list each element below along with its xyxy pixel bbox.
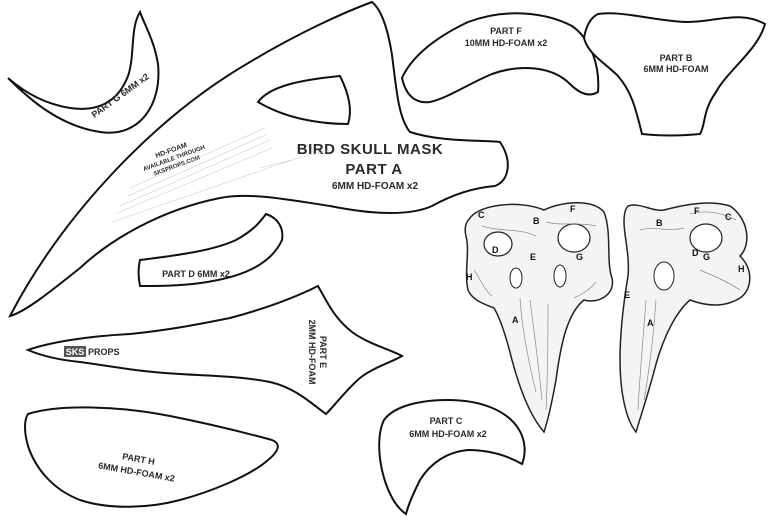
sks-logo-box-text: SKS <box>66 347 85 357</box>
part-a-material: 6MM HD-FOAM x2 <box>332 181 419 192</box>
skull-side-view: A B C D E F G H <box>619 202 751 434</box>
part-e-material: 2MM HD-FOAM <box>307 320 317 385</box>
sks-logo: SKS PROPS <box>64 346 120 357</box>
skull-front-texture <box>473 221 597 411</box>
part-h: PART H 6MM HD-FOAM x2 <box>24 406 279 508</box>
skull-front-orbit-right <box>557 223 591 253</box>
part-a: BIRD SKULL MASK PART A 6MM HD-FOAM x2 H D… <box>8 0 509 318</box>
skull-side-label-g: G <box>703 252 710 262</box>
skull-side-texture <box>637 211 741 411</box>
sks-logo-text: PROPS <box>88 347 120 357</box>
part-b-material: 6MM HD-FOAM <box>644 64 709 74</box>
skull-side-label-f: F <box>694 206 700 216</box>
part-e-name: PART E <box>318 336 328 368</box>
part-c: PART C 6MM HD-FOAM x2 <box>378 398 526 516</box>
skull-front-view: A B C D E F G H <box>464 202 614 434</box>
skull-front-nostril-right <box>553 264 567 288</box>
part-b-name: PART B <box>660 53 693 63</box>
part-g: PART G 6MM x2 <box>7 9 160 134</box>
title: BIRD SKULL MASK <box>297 141 443 158</box>
skull-front-label-e: E <box>530 252 536 262</box>
fine-print <box>111 127 331 223</box>
skull-side-label-d: D <box>692 248 699 258</box>
skull-front-label-a: A <box>512 315 519 325</box>
skull-front-label-b: B <box>533 216 540 226</box>
part-c-material: 6MM HD-FOAM x2 <box>409 429 487 439</box>
skull-side-label-h: H <box>738 264 745 274</box>
skull-side-orbit <box>689 223 723 253</box>
skull-side-label-c: C <box>725 212 732 222</box>
part-f: PART F 10MM HD-FOAM x2 <box>400 12 600 104</box>
part-a-eye-hole <box>256 74 351 126</box>
part-b: PART B 6MM HD-FOAM <box>582 12 767 137</box>
skull-front-label-g: G <box>576 252 583 262</box>
skull-side-nostril <box>653 261 675 291</box>
part-d: PART D 6MM x2 <box>137 212 284 288</box>
part-f-material: 10MM HD-FOAM x2 <box>465 38 548 48</box>
part-a-name: PART A <box>345 161 402 178</box>
skull-side-label-e: E <box>624 290 630 300</box>
skull-front-label-f: F <box>570 204 576 214</box>
part-e: SKS PROPS PART E 2MM HD-FOAM <box>25 284 404 416</box>
part-f-name: PART F <box>490 26 522 36</box>
skull-front-label-h: H <box>466 272 473 282</box>
part-d-label: PART D 6MM x2 <box>162 269 230 279</box>
skull-front-nostril-left <box>509 267 523 289</box>
skull-front-label-c: C <box>478 210 485 220</box>
skull-side-label-a: A <box>647 318 654 328</box>
skull-front-orbit-left <box>483 231 513 257</box>
skull-side-label-b: B <box>656 218 663 228</box>
skull-front-label-d: D <box>492 245 499 255</box>
part-c-name: PART C <box>430 416 463 426</box>
